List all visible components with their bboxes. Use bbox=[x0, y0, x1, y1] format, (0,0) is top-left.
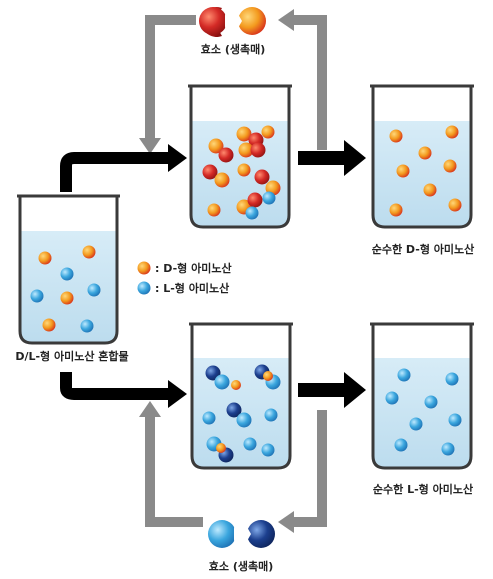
d-molecule bbox=[216, 443, 226, 453]
l-molecule bbox=[385, 391, 399, 405]
l-molecule bbox=[441, 442, 455, 456]
d-molecule bbox=[82, 245, 96, 259]
top-reaction-molecules bbox=[202, 125, 281, 220]
l-molecule bbox=[243, 437, 257, 451]
flow-arrow-bottom-to-pure-l bbox=[298, 372, 366, 408]
l-molecule bbox=[261, 443, 275, 457]
enzyme-bottom-label: 효소 (생촉매) bbox=[209, 559, 273, 573]
enzyme-top-icon bbox=[199, 7, 266, 38]
d-molecule bbox=[418, 146, 432, 160]
d-molecule bbox=[423, 183, 437, 197]
d-molecule bbox=[389, 129, 403, 143]
reaction-beaker-bottom bbox=[189, 322, 293, 470]
d-molecule bbox=[261, 125, 275, 139]
d-molecule bbox=[42, 318, 56, 332]
l-molecule bbox=[80, 319, 94, 333]
pure-d-beaker bbox=[370, 84, 474, 229]
flow-arrow-mixture-to-top bbox=[60, 144, 187, 192]
d-molecule bbox=[231, 380, 241, 390]
flow-arrow-mixture-to-bottom bbox=[60, 372, 187, 408]
d-molecule bbox=[207, 203, 221, 217]
legend-d-swatch bbox=[137, 261, 151, 275]
legend: : D-형 아미노산 : L-형 아미노산 bbox=[137, 261, 232, 295]
enzyme-complex bbox=[205, 365, 230, 390]
pure-l-label: 순수한 L-형 아미노산 bbox=[373, 482, 473, 496]
d-molecule bbox=[445, 125, 459, 139]
mixture-molecules bbox=[30, 245, 101, 333]
l-molecule bbox=[264, 408, 278, 422]
enzyme-complex bbox=[226, 402, 252, 428]
l-molecule bbox=[445, 372, 459, 386]
l-molecule bbox=[30, 289, 44, 303]
recycle-arrow-bottom-left bbox=[139, 401, 203, 527]
l-molecule bbox=[394, 438, 408, 452]
enzyme-complex bbox=[238, 142, 266, 158]
d-molecule bbox=[443, 159, 457, 173]
legend-d-label: : D-형 아미노산 bbox=[155, 261, 232, 275]
pure-d-molecules bbox=[389, 125, 462, 217]
legend-l-label: : L-형 아미노산 bbox=[155, 281, 229, 295]
recycle-arrow-top-left bbox=[139, 15, 196, 154]
d-molecule bbox=[60, 291, 74, 305]
d-molecule bbox=[263, 371, 273, 381]
l-molecule bbox=[87, 283, 101, 297]
pure-l-molecules bbox=[385, 368, 462, 456]
l-molecule bbox=[202, 411, 216, 425]
l-molecule bbox=[245, 206, 259, 220]
l-molecule bbox=[409, 417, 423, 431]
l-molecule bbox=[397, 368, 411, 382]
flow-arrow-top-to-pure-d bbox=[298, 140, 366, 176]
d-molecule bbox=[389, 203, 403, 217]
recycle-arrow-bottom-right bbox=[278, 410, 327, 533]
l-molecule bbox=[60, 267, 74, 281]
d-molecule bbox=[38, 251, 52, 265]
l-molecule bbox=[424, 395, 438, 409]
bottom-reaction-molecules bbox=[202, 364, 281, 463]
pure-l-beaker bbox=[370, 322, 474, 470]
d-molecule bbox=[237, 163, 251, 177]
enzyme-top-label: 효소 (생촉매) bbox=[201, 42, 265, 56]
d-molecule bbox=[396, 164, 410, 178]
enzyme-bottom-icon bbox=[208, 520, 275, 548]
mixture-label: D/L-형 아미노산 혼합물 bbox=[15, 349, 128, 363]
pure-d-label: 순수한 D-형 아미노산 bbox=[372, 242, 475, 256]
l-molecule bbox=[448, 413, 462, 427]
l-molecule bbox=[262, 191, 276, 205]
enzyme-complex bbox=[208, 138, 234, 163]
recycle-arrow-top-right bbox=[278, 9, 327, 150]
legend-l-swatch bbox=[137, 281, 151, 295]
d-molecule bbox=[448, 198, 462, 212]
enzyme-complex bbox=[202, 164, 230, 188]
